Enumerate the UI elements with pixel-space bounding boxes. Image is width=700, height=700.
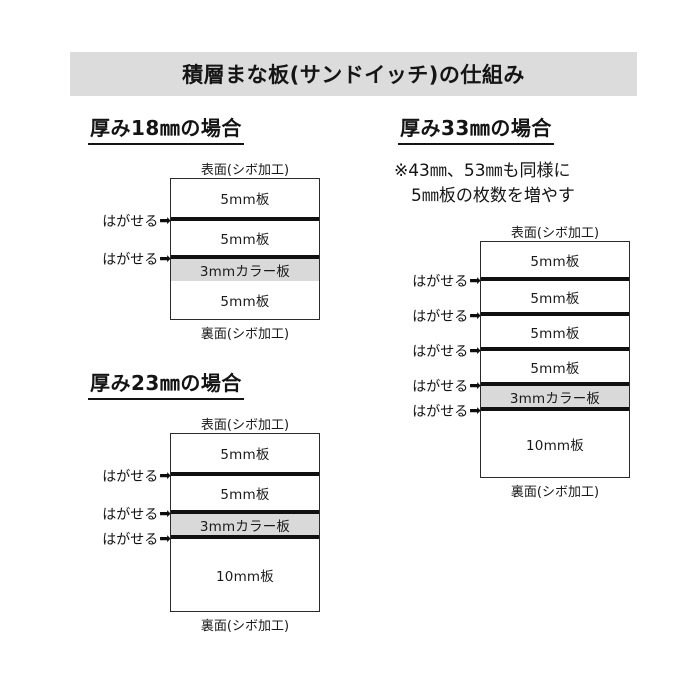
peelable-marker: はがせる➡ (102, 466, 171, 486)
peelable-label: はがせる (102, 214, 159, 230)
peelable-marker: はがせる➡ (412, 341, 481, 361)
right-arrow-icon: ➡ (159, 468, 171, 484)
layer-color-board: 3mmカラー板 はがせる➡ (412, 379, 629, 408)
peelable-label: はがせる (412, 404, 469, 421)
layer-board: 5mm板 はがせる➡ (412, 309, 629, 348)
layer-board: 5mm板 はがせる➡ (412, 344, 629, 383)
peelable-label: はがせる (102, 252, 159, 268)
layer-label: 10mm板 (526, 438, 584, 455)
layer-board: 10mm板 はがせる➡ (412, 404, 629, 478)
peelable-marker: はがせる➡ (412, 401, 481, 421)
peelable-marker: はがせる➡ (102, 504, 171, 524)
peelable-label: はがせる (102, 532, 159, 548)
layer-board: 5mm板 (171, 179, 319, 217)
layer-label: 5mm板 (530, 325, 580, 342)
layer-label: 10mm板 (216, 569, 274, 585)
layer-label: 5mm板 (220, 447, 270, 463)
peelable-marker: はがせる➡ (102, 529, 171, 549)
section-heading-23mm: 厚み23㎜の場合 (88, 367, 244, 400)
layer-label: 3mmカラー板 (199, 264, 291, 280)
front-face-label: 表面(シボ加工) (200, 163, 290, 178)
front-face-label: 表面(シボ加工) (200, 418, 290, 433)
front-face-label: 表面(シボ加工) (510, 226, 600, 242)
layer-board: 5mm板 (171, 281, 319, 319)
peelable-marker: はがせる➡ (412, 376, 481, 396)
right-arrow-icon: ➡ (159, 506, 171, 522)
peelable-marker: はがせる➡ (412, 271, 481, 291)
peelable-label: はがせる (102, 469, 159, 485)
section-heading-33mm: 厚み33㎜の場合 (398, 112, 554, 145)
section-heading-18mm: 厚み18㎜の場合 (88, 112, 244, 145)
right-arrow-icon: ➡ (469, 403, 481, 420)
back-face-label: 裏面(シボ加工) (200, 619, 290, 634)
layer-label: 5mm板 (220, 294, 270, 310)
layer-board: 5mm板 (171, 434, 319, 472)
right-arrow-icon: ➡ (469, 378, 481, 395)
peelable-label: はがせる (412, 309, 469, 326)
layer-color-board: 3mmカラー板 はがせる➡ (102, 507, 319, 535)
peelable-marker: はがせる➡ (102, 211, 171, 231)
peelable-label: はがせる (412, 344, 469, 361)
layer-label: 5mm板 (530, 290, 580, 307)
right-arrow-icon: ➡ (159, 213, 171, 229)
right-arrow-icon: ➡ (159, 531, 171, 547)
right-arrow-icon: ➡ (469, 273, 481, 290)
layer-label: 5mm板 (530, 360, 580, 377)
peelable-label: はがせる (102, 507, 159, 523)
layer-color-board: 3mmカラー板 はがせる➡ (102, 252, 319, 281)
peelable-marker: はがせる➡ (412, 306, 481, 326)
title-banner: 積層まな板(サンドイッチ)の仕組み (70, 52, 637, 96)
layer-board: 5mm板 はがせる➡ (102, 214, 319, 255)
peelable-label: はがせる (412, 379, 469, 396)
layer-board: 10mm板 はがせる➡ (102, 532, 319, 611)
right-arrow-icon: ➡ (159, 251, 171, 267)
peelable-marker: はがせる➡ (102, 249, 171, 269)
right-arrow-icon: ➡ (469, 308, 481, 325)
right-arrow-icon: ➡ (469, 343, 481, 360)
layer-label: 5mm板 (220, 487, 270, 503)
page-title: 積層まな板(サンドイッチ)の仕組み (182, 63, 525, 87)
peelable-label: はがせる (412, 274, 469, 291)
layer-label: 5mm板 (530, 253, 580, 270)
layer-board: 5mm板 はがせる➡ (412, 274, 629, 313)
layer-label: 5mm板 (220, 232, 270, 248)
layer-label: 5mm板 (220, 192, 270, 208)
layer-board: 5mm板 はがせる➡ (102, 469, 319, 510)
section-note-33mm: ※43㎜、53㎜も同様に 5㎜板の枚数を増やす (394, 161, 575, 206)
back-face-label: 裏面(シボ加工) (200, 327, 290, 342)
layer-label: 3mmカラー板 (199, 518, 291, 535)
back-face-label: 裏面(シボ加工) (510, 485, 600, 501)
layer-board: 5mm板 (481, 242, 629, 278)
layer-label: 3mmカラー板 (509, 390, 601, 407)
section-33mm: 厚み33㎜の場合 ※43㎜、53㎜も同様に 5㎜板の枚数を増やす 表面(シボ加工… (366, 112, 666, 500)
